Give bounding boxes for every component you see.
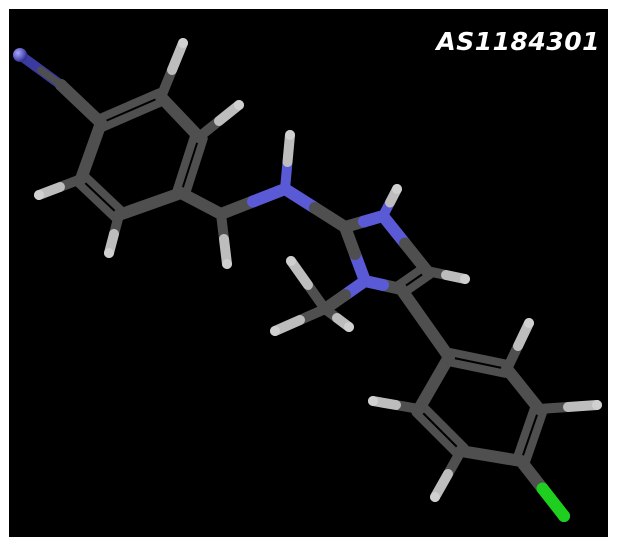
carbon-atom <box>413 403 425 415</box>
carbon-atom <box>501 363 513 375</box>
carbon-atom <box>515 455 527 467</box>
ring2-bond <box>521 406 548 467</box>
nitrogen-atom <box>279 183 291 195</box>
hydrogen-atom <box>178 38 188 48</box>
nitrogen-atom <box>377 210 389 222</box>
ring2-bond <box>418 401 469 452</box>
hydrogen-atom <box>368 396 378 406</box>
carbon-atom <box>443 351 455 363</box>
carbon-atom <box>421 265 433 277</box>
ring1-bond <box>73 178 120 223</box>
hydrogen-atom <box>430 492 440 502</box>
carbon-atom <box>215 208 227 220</box>
ring2-bond <box>413 351 455 415</box>
bond-ring-link <box>395 283 455 363</box>
ring2-bond <box>455 445 527 467</box>
hydrogen-atom <box>392 184 402 194</box>
nitrile-nitrogen-atom <box>13 48 27 62</box>
ring1-bond <box>172 131 199 196</box>
bond-group <box>16 38 602 522</box>
ring2-bond <box>501 363 545 415</box>
carbon-atom <box>533 403 545 415</box>
bond-ch2 <box>175 187 227 220</box>
hydrogen-atom <box>270 326 280 336</box>
hydrogen-atom <box>34 190 44 200</box>
molecule-id-label: AS1184301 <box>436 27 600 56</box>
carbon-atom <box>455 445 467 457</box>
carbon-atom <box>193 131 205 143</box>
ring1-bond <box>95 88 164 123</box>
carbon-atom <box>175 187 187 199</box>
bond-c1-c2 <box>55 79 107 129</box>
ring1-bond <box>113 187 187 221</box>
carbon-atom <box>75 173 87 185</box>
hydrogen-atom <box>344 322 354 332</box>
hydrogen-atom <box>234 100 244 110</box>
carbon-atom <box>55 79 67 91</box>
hydrogen-atom <box>286 256 296 266</box>
nitrogen-atom <box>359 275 371 287</box>
ring2-bond <box>411 408 462 459</box>
molecule-structure-3d[interactable] <box>9 9 608 537</box>
molecule-viewer[interactable]: AS1184301 <box>9 9 608 537</box>
hydrogen-atom <box>524 318 534 328</box>
carbon-atom <box>395 283 407 295</box>
ring1-bond <box>98 97 167 132</box>
hydrogen-atom <box>592 400 602 410</box>
hydrogen-atom <box>222 259 232 269</box>
carbon-atom <box>319 303 331 315</box>
ring2-bond <box>512 403 539 464</box>
hydrogen-atom <box>285 130 295 140</box>
ring1-bond <box>155 91 205 143</box>
ring2-bond <box>446 348 513 369</box>
hydrogen-atom <box>460 274 470 284</box>
chlorine-atom <box>558 510 570 522</box>
atom-group <box>13 38 602 522</box>
ring1-bond <box>75 117 107 185</box>
carbon-atom <box>155 91 167 103</box>
imidazole-bond <box>394 262 429 289</box>
ring1-bond <box>181 134 208 199</box>
ring2-bond <box>443 357 510 378</box>
carbon-atom <box>339 221 351 233</box>
carbon-atom <box>113 209 125 221</box>
carbon-atom <box>95 117 107 129</box>
ring1-bond <box>80 171 127 216</box>
hydrogen-atom <box>104 248 114 258</box>
